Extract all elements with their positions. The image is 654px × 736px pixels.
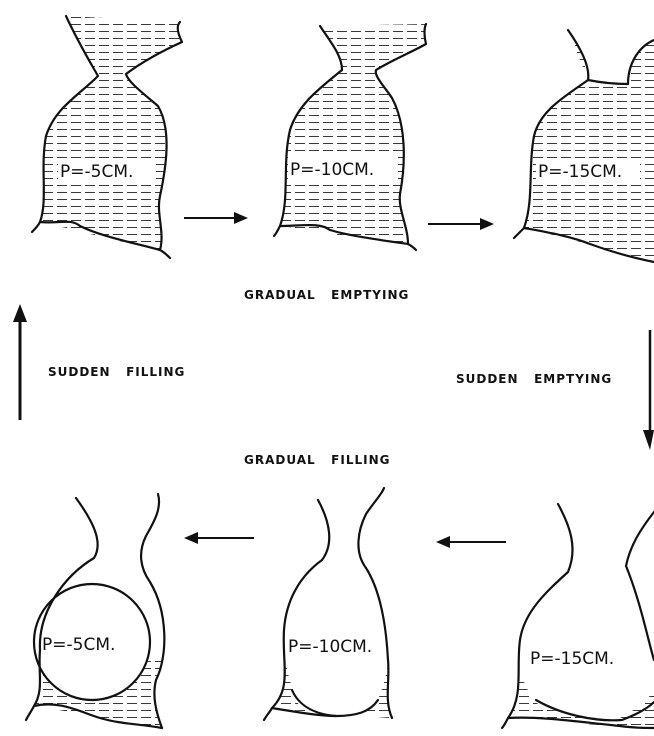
arrow-top-2 [428, 218, 494, 230]
pressure-label: P=-5CM. [60, 162, 133, 182]
pore-bottom-3: P=-15CM. [500, 504, 654, 736]
sudden-filling-label: SUDDEN FILLING [48, 365, 185, 379]
pressure-label: P=-10CM. [290, 160, 374, 180]
arrow-sudden-emptying [643, 330, 654, 450]
pore-top-1: P=-5CM. [0, 0, 200, 260]
pressure-label: P=-15CM. [530, 649, 614, 669]
pore-bottom-2: P=-10CM. [262, 488, 402, 736]
gradual-emptying-label: GRADUAL EMPTYING [244, 288, 409, 302]
arrow-sudden-filling [13, 304, 27, 420]
sudden-emptying-label: SUDDEN EMPTYING [456, 372, 612, 386]
arrow-bottom-1 [184, 532, 254, 544]
pressure-label: P=-10CM. [288, 637, 372, 657]
pressure-label: P=-5CM. [42, 635, 115, 655]
pore-top-2: P=-10CM. [260, 0, 440, 260]
liquid-fill [260, 0, 440, 260]
pore-bottom-1: P=-5CM. [20, 494, 180, 736]
pore-top-3: P=-15CM. [510, 0, 654, 270]
pressure-label: P=-15CM. [538, 162, 622, 182]
gradual-filling-label: GRADUAL FILLING [244, 453, 391, 467]
arrow-bottom-2 [436, 536, 506, 548]
arrow-top-1 [184, 212, 248, 224]
liquid-fill [0, 0, 200, 260]
